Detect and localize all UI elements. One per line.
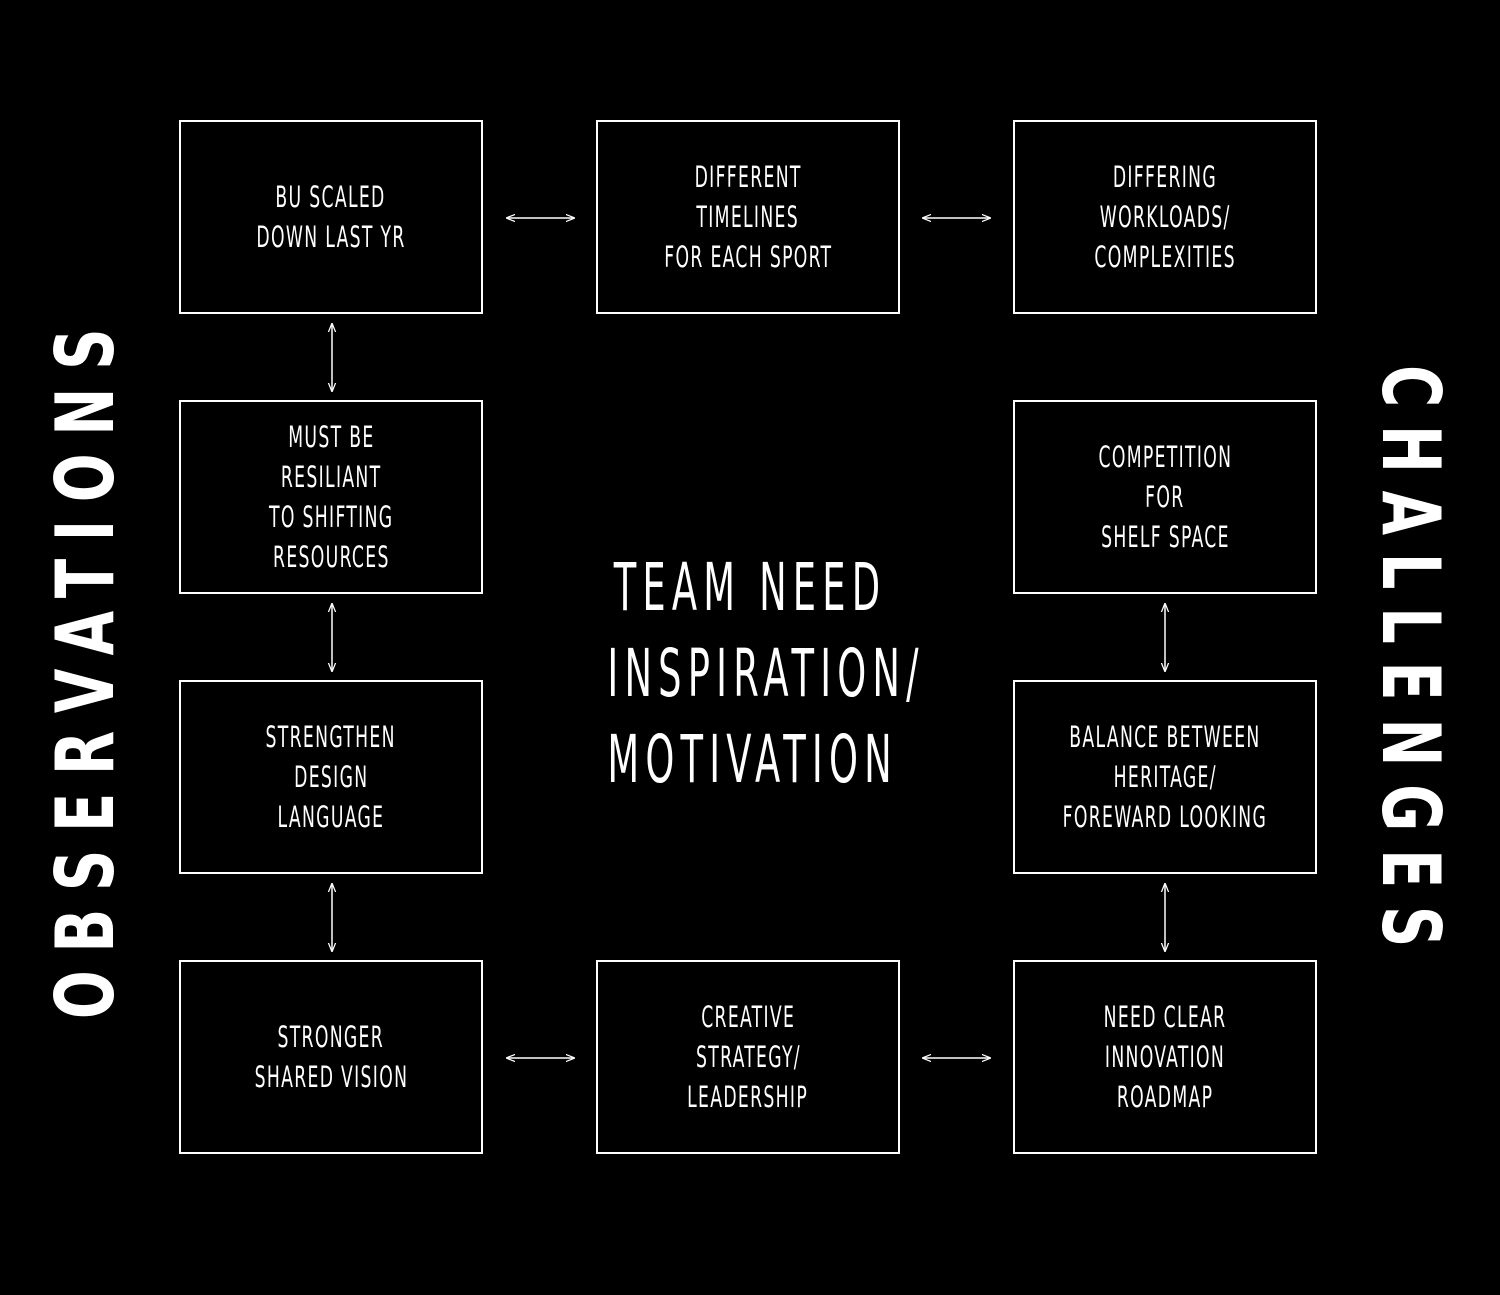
box-line: STRATEGY/ bbox=[695, 1040, 801, 1074]
box-need-clear-roadmap: NEED CLEAR INNOVATION ROADMAP bbox=[1013, 960, 1317, 1154]
box-line: COMPLEXITIES bbox=[1094, 240, 1236, 274]
box-line: ROADMAP bbox=[1116, 1080, 1214, 1114]
box-must-be-resiliant: MUST BE RESILIANT TO SHIFTING RESOURCES bbox=[179, 400, 483, 594]
box-line: TO SHIFTING bbox=[268, 500, 394, 534]
box-line: BALANCE BETWEEN bbox=[1069, 720, 1261, 754]
box-line: DIFFERING bbox=[1112, 160, 1218, 194]
center-title-line: MOTIVATION bbox=[607, 721, 898, 798]
box-line: LEADERSHIP bbox=[687, 1080, 809, 1114]
box-line: STRONGER bbox=[277, 1020, 385, 1054]
box-creative-strategy: CREATIVE STRATEGY/ LEADERSHIP bbox=[596, 960, 900, 1154]
box-line: STRENGTHEN bbox=[265, 720, 397, 754]
box-line: HERITAGE/ bbox=[1113, 760, 1217, 794]
box-line: COMPETITION bbox=[1098, 440, 1232, 474]
center-title-line: INSPIRATION/ bbox=[607, 635, 925, 712]
box-line: INNOVATION bbox=[1104, 1040, 1226, 1074]
box-line: SHARED VISION bbox=[254, 1060, 408, 1094]
box-stronger-shared-vision: STRONGER SHARED VISION bbox=[179, 960, 483, 1154]
box-bu-scaled: BU SCALED DOWN LAST YR bbox=[179, 120, 483, 314]
center-title-line: TEAM NEED bbox=[613, 549, 887, 626]
box-different-timelines: DIFFERENT TIMELINES FOR EACH SPORT bbox=[596, 120, 900, 314]
box-line: NEED CLEAR bbox=[1103, 1000, 1227, 1034]
box-line: MUST BE bbox=[287, 420, 375, 454]
box-line: BU SCALED bbox=[275, 180, 387, 214]
box-line: SHELF SPACE bbox=[1100, 520, 1230, 554]
box-line: DIFFERENT bbox=[694, 160, 802, 194]
box-line: TIMELINES bbox=[696, 200, 800, 234]
box-line: WORKLOADS/ bbox=[1099, 200, 1231, 234]
box-line: LANGUAGE bbox=[277, 800, 385, 834]
box-line: DESIGN bbox=[293, 760, 369, 794]
box-line: RESILIANT bbox=[280, 460, 382, 494]
box-line: CREATIVE bbox=[701, 1000, 795, 1034]
box-differing-workloads: DIFFERING WORKLOADS/ COMPLEXITIES bbox=[1013, 120, 1317, 314]
center-title: TEAM NEED INSPIRATION/ MOTIVATION bbox=[520, 545, 980, 803]
box-competition: COMPETITION FOR SHELF SPACE bbox=[1013, 400, 1317, 594]
box-line: DOWN LAST YR bbox=[256, 220, 406, 254]
box-strengthen-design: STRENGTHEN DESIGN LANGUAGE bbox=[179, 680, 483, 874]
box-line: RESOURCES bbox=[272, 540, 390, 574]
box-line: FOR EACH SPORT bbox=[663, 240, 833, 274]
box-balance-between: BALANCE BETWEEN HERITAGE/ FOREWARD LOOKI… bbox=[1013, 680, 1317, 874]
box-line: FOREWARD LOOKING bbox=[1062, 800, 1268, 834]
box-line: FOR bbox=[1145, 480, 1185, 514]
